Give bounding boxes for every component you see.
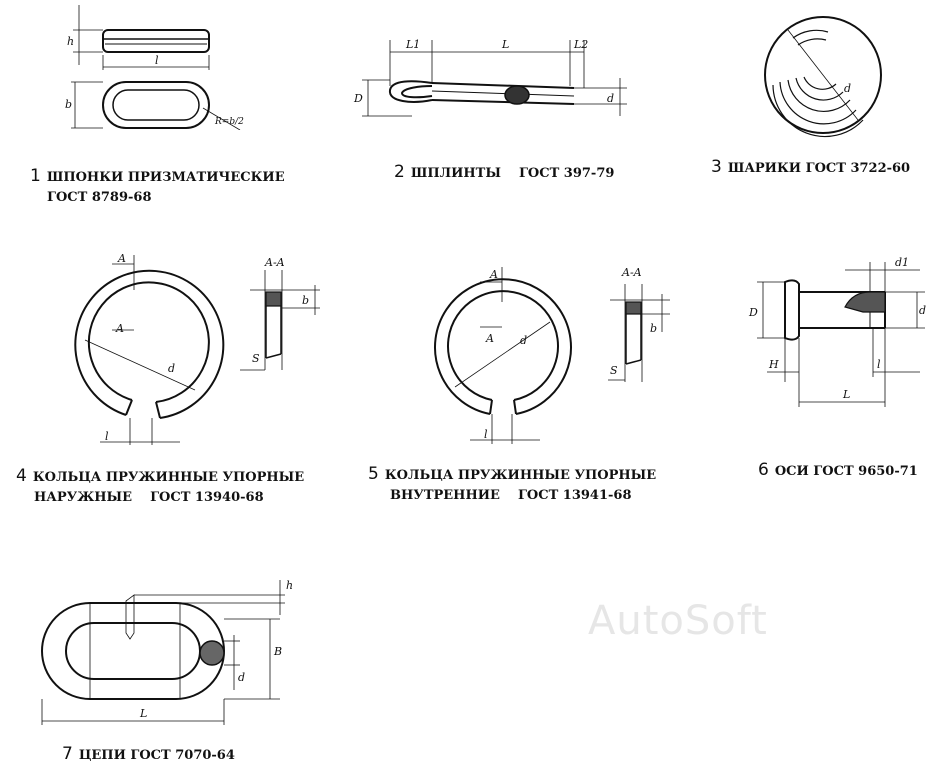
caption-number: 2	[394, 162, 405, 182]
ring-int-label-l: l	[484, 428, 488, 441]
caption-gost: ГОСТ 397-79	[518, 166, 615, 181]
figure-ring-external: A A A-A b S d l	[74, 252, 320, 445]
axle-label-H: H	[768, 358, 779, 371]
chain-label-L: L	[139, 707, 147, 720]
caption-ring-external: 4 КОЛЬЦА ПРУЖИННЫЕ УПОРНЫЕ НАРУЖНЫЕ ГОСТ 1…	[16, 466, 304, 508]
pin-label-l: L	[501, 38, 509, 51]
caption-title: КОЛЬЦА ПРУЖИННЫЕ УПОРНЫЕ	[384, 468, 657, 483]
pin-label-d: d	[607, 92, 614, 105]
caption-gost: ГОСТ 13941-68	[517, 488, 632, 503]
ring-ext-label-a: A	[117, 252, 126, 265]
caption-number: 4	[16, 466, 27, 486]
caption-number: 6	[758, 460, 769, 480]
caption-number: 5	[368, 464, 379, 484]
key-label-h: h	[67, 35, 74, 48]
caption-axle: 6 ОСИ ГОСТ 9650-71	[758, 460, 918, 482]
ring-ext-label-a2: A	[115, 322, 124, 335]
caption-cotter-pin: 2 ШПЛИНТЫ ГОСТ 397-79	[394, 162, 614, 184]
chain-label-B: B	[273, 645, 282, 658]
figure-ball: d	[764, 16, 882, 138]
caption-number: 1	[30, 166, 41, 186]
ring-int-label-s: S	[610, 364, 618, 377]
figure-cotter-pin: L1 L L2 D d	[353, 38, 627, 117]
figure-ring-internal: A A A-A b S d l	[434, 266, 670, 444]
caption-ball: 3 ШАРИКИ ГОСТ 3722-60	[711, 157, 910, 179]
caption-title: ШПЛИНТЫ	[410, 166, 501, 181]
pin-label-D: D	[353, 92, 363, 105]
caption-gost: ГОСТ 8789-68	[47, 190, 152, 205]
axle-label-d: d	[919, 304, 926, 317]
key-label-r: R=b/2	[214, 117, 244, 127]
pin-label-l1: L1	[405, 38, 420, 51]
caption-number: 3	[711, 157, 722, 177]
ring-ext-label-aa: A-A	[264, 256, 285, 269]
axle-label-d1: d1	[895, 256, 909, 269]
ring-int-label-aa: A-A	[621, 266, 642, 279]
key-label-b: b	[65, 98, 72, 111]
figure-key: h l b R=b/2	[65, 5, 244, 130]
ring-ext-label-b: b	[302, 294, 309, 307]
ring-int-label-a2: A	[485, 332, 494, 345]
caption-title: КОЛЬЦА ПРУЖИННЫЕ УПОРНЫЕ	[32, 470, 305, 485]
caption-title: ШПОНКИ ПРИЗМАТИЧЕСКИЕ	[46, 170, 285, 185]
axle-label-L: L	[842, 388, 850, 401]
axle-label-D: D	[748, 306, 758, 319]
caption-number: 7	[62, 744, 73, 764]
ring-int-label-d: d	[520, 334, 527, 347]
pin-label-l2: L2	[573, 38, 588, 51]
caption-gost: ГОСТ 13940-68	[150, 490, 264, 505]
caption-chain-link: 7 ЦЕПИ ГОСТ 7070-64	[62, 744, 235, 766]
caption-title: ОСИ ГОСТ 9650-71	[774, 464, 918, 479]
caption-subtitle: НАРУЖНЫЕ	[34, 490, 133, 505]
ring-ext-label-l: l	[105, 430, 109, 443]
figure-chain-link: h B d L	[41, 579, 293, 725]
axle-label-l: l	[877, 358, 881, 371]
caption-title: ЦЕПИ ГОСТ 7070-64	[78, 748, 235, 763]
caption-subtitle: ВНУТРЕННИЕ	[390, 488, 500, 503]
ring-int-label-a: A	[489, 268, 498, 281]
chain-label-h: h	[286, 579, 293, 592]
ball-label-d: d	[844, 82, 851, 95]
chain-label-d: d	[238, 671, 245, 684]
ring-ext-label-s: S	[252, 352, 260, 365]
watermark: AutoSoft	[588, 598, 768, 644]
caption-ring-internal: 5 КОЛЬЦА ПРУЖИННЫЕ УПОРНЫЕ ВНУТРЕННИЕ ГОСТ…	[368, 464, 656, 506]
key-label-l: l	[155, 54, 159, 67]
ring-ext-label-d: d	[168, 362, 175, 375]
caption-key: 1 ШПОНКИ ПРИЗМАТИЧЕСКИЕ ГОСТ 8789-68	[30, 166, 285, 208]
caption-title: ШАРИКИ ГОСТ 3722-60	[727, 161, 911, 176]
figure-axle: d1 D d H l L	[748, 256, 926, 407]
ring-int-label-b: b	[650, 322, 657, 335]
